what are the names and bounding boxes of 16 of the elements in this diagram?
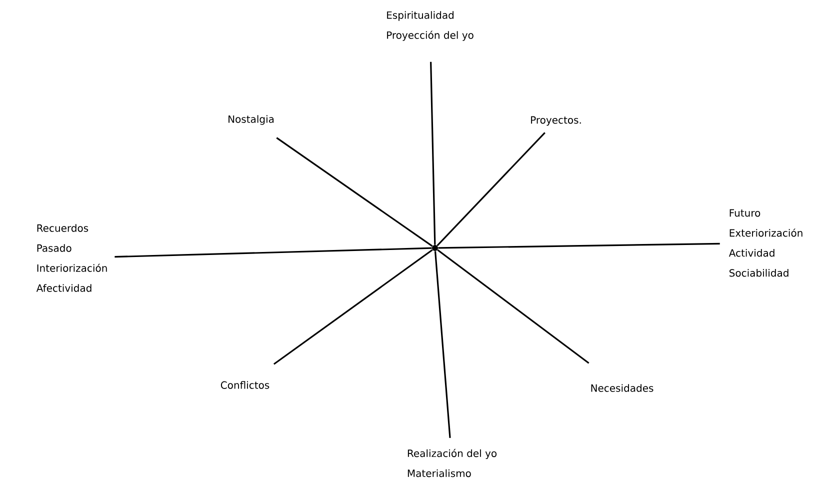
axis-line <box>276 137 433 247</box>
axis-line <box>437 249 590 364</box>
axis-label: Necesidades <box>591 384 654 392</box>
axis-line <box>114 247 432 258</box>
axis-label: Recuerdos Pasado Interiorización Afectividad <box>36 224 107 292</box>
axis-label: Futuro Exteriorización Actividad Sociabilidad <box>728 209 802 277</box>
axis-line <box>436 132 546 246</box>
axis-label: Nostalgia <box>228 115 274 125</box>
axis-line <box>434 251 451 438</box>
axis-line <box>430 62 436 245</box>
axis-line <box>438 242 720 249</box>
axis-line <box>273 249 433 365</box>
axis-label: Realización del yo Materialismo <box>408 448 497 478</box>
axis-label: Proyectos. <box>531 116 581 126</box>
axis-label: Espiritualidad Proyección del yo <box>387 11 474 41</box>
axis-label: Conflictos <box>220 381 270 389</box>
